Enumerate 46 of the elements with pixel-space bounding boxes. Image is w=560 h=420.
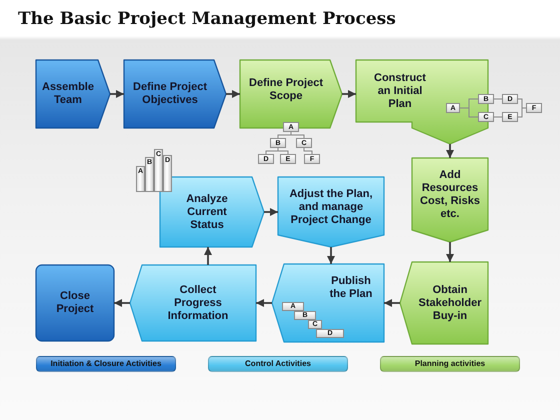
connector-line [278,148,288,154]
process-step-shape [124,60,226,128]
step-label: Construct an Initial Plan [374,72,426,110]
connector-line [494,98,502,100]
connector-line [290,132,304,138]
process-step-shape [36,60,110,128]
step-label: Obtain Stakeholder Buy-in [418,284,482,322]
flow-arrow [384,299,400,307]
flow-arrow [264,208,278,216]
process-step-shape [240,60,342,128]
legend-key: Planning activities [380,356,520,372]
connector-line [266,148,278,154]
process-step-shape [130,265,256,341]
step-label: Publish the Plan [329,275,373,301]
step-label: Analyze Current Status [186,192,228,232]
step-label: Define Project Scope [248,77,324,103]
step-label: Add Resources Cost, Risks etc. [420,169,480,221]
flow-arrow [342,90,356,98]
process-step-shape [36,265,114,341]
connector-line [304,148,312,154]
process-step-shape [412,158,488,242]
connector-line [494,116,502,118]
flow-arrow [110,90,124,98]
step-label: Define Project Objectives [132,81,208,107]
process-step-shape [272,264,384,342]
step-label: Assemble Team [42,81,94,107]
legend-key: Initiation & Closure Activities [36,356,176,372]
connector-line [278,132,292,138]
process-step-shape [278,177,384,247]
flow-arrow [327,247,335,264]
connector-line [460,108,478,118]
flow-arrow [204,247,212,265]
legend-key: Control Activities [208,356,348,372]
flow-arrow [256,299,272,307]
flow-arrow [446,242,454,262]
process-step-shape [160,177,264,247]
step-label: Close Project [56,290,94,316]
process-step-shape [400,262,488,344]
flow-arrow [226,90,240,98]
flow-arrow [114,299,130,307]
step-label: Collect Progress Information [167,284,229,322]
process-step-shape [356,60,488,144]
step-label: Adjust the Plan, and manage Project Change [288,188,374,226]
flow-arrow [446,144,454,158]
connector-line [518,108,526,118]
diagram-title: The Basic Project Management Process [18,8,396,30]
